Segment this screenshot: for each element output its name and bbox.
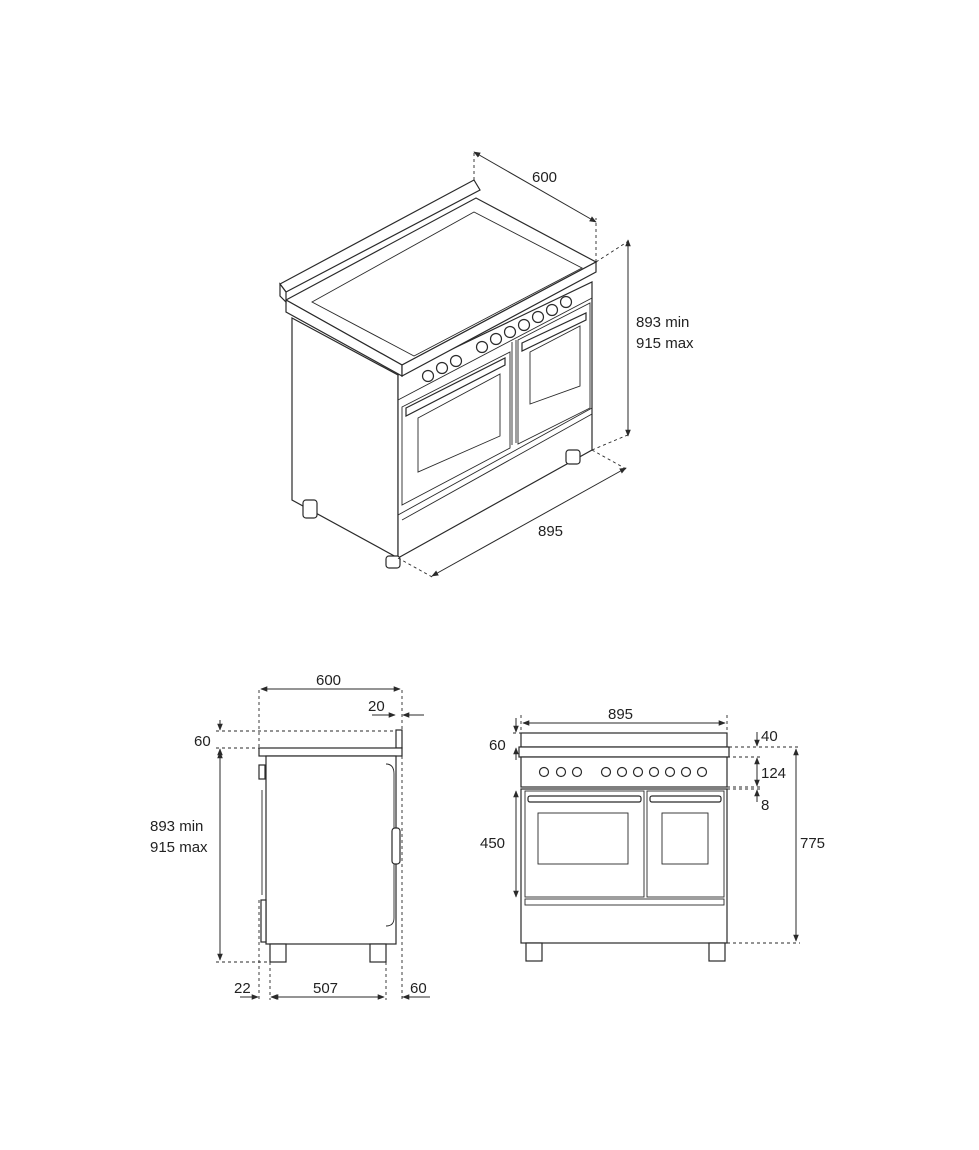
iso-foot (565, 449, 581, 465)
side-rear-bracket (391, 827, 401, 865)
side-depth-label: 600 (316, 672, 341, 689)
iso-height-min-label: 893 min (636, 314, 689, 331)
side-upstand (395, 729, 403, 749)
side-height-min-label: 893 min (150, 818, 203, 835)
front-width-label: 895 (608, 706, 633, 723)
front-knobs (538, 766, 708, 778)
front-worktop-height-label: 775 (800, 835, 825, 852)
iso-knobs (421, 295, 573, 383)
front-foot-left (525, 942, 543, 962)
iso-main-oven-window (417, 373, 501, 473)
iso-main-oven-handle (405, 357, 506, 417)
front-aux-oven-window (661, 812, 709, 865)
side-height-max-label: 915 max (150, 839, 208, 856)
side-foot-rear (369, 943, 387, 963)
front-main-oven-handle (527, 795, 642, 803)
side-knob (258, 764, 266, 780)
front-aux-oven-door (646, 790, 725, 898)
side-rear-offset-label: 60 (410, 980, 427, 997)
iso-width-label: 895 (538, 523, 563, 540)
front-foot-right (708, 942, 726, 962)
iso-height-max-label: 915 max (636, 335, 694, 352)
side-worktop (258, 747, 403, 757)
iso-hob-glass (311, 211, 583, 357)
front-upstand (520, 732, 728, 748)
side-view-cooker (258, 729, 403, 963)
front-upstand-height-label: 60 (489, 737, 506, 754)
iso-depth-label: 600 (532, 169, 557, 186)
iso-dimensions (397, 150, 631, 579)
side-foot-front (269, 943, 287, 963)
front-view-cooker (518, 732, 730, 962)
isometric-cooker (279, 179, 598, 569)
front-main-oven-window (537, 812, 629, 865)
side-upstand-height-label: 60 (194, 733, 211, 750)
front-dimensions (513, 715, 800, 944)
front-drawer (524, 898, 725, 906)
side-body (265, 755, 397, 945)
iso-aux-oven-window (529, 325, 581, 405)
side-front-offset-label: 22 (234, 980, 251, 997)
iso-main-oven-door (401, 351, 511, 506)
side-feet-span-label: 507 (313, 980, 338, 997)
side-dimensions (216, 686, 430, 1000)
iso-aux-oven-handle (521, 312, 587, 352)
front-body (520, 788, 728, 944)
front-oven-height-label: 450 (480, 835, 505, 852)
front-main-oven-door (524, 790, 645, 898)
front-worktop (518, 746, 730, 758)
front-control-panel-label: 124 (761, 765, 786, 782)
front-aux-oven-handle (649, 795, 722, 803)
front-top-label: 40 (761, 728, 778, 745)
front-gap-label: 8 (761, 797, 769, 814)
side-upstand-depth-label: 20 (368, 698, 385, 715)
iso-foot (385, 555, 401, 569)
iso-foot (302, 499, 318, 519)
iso-aux-oven-door (517, 302, 591, 445)
